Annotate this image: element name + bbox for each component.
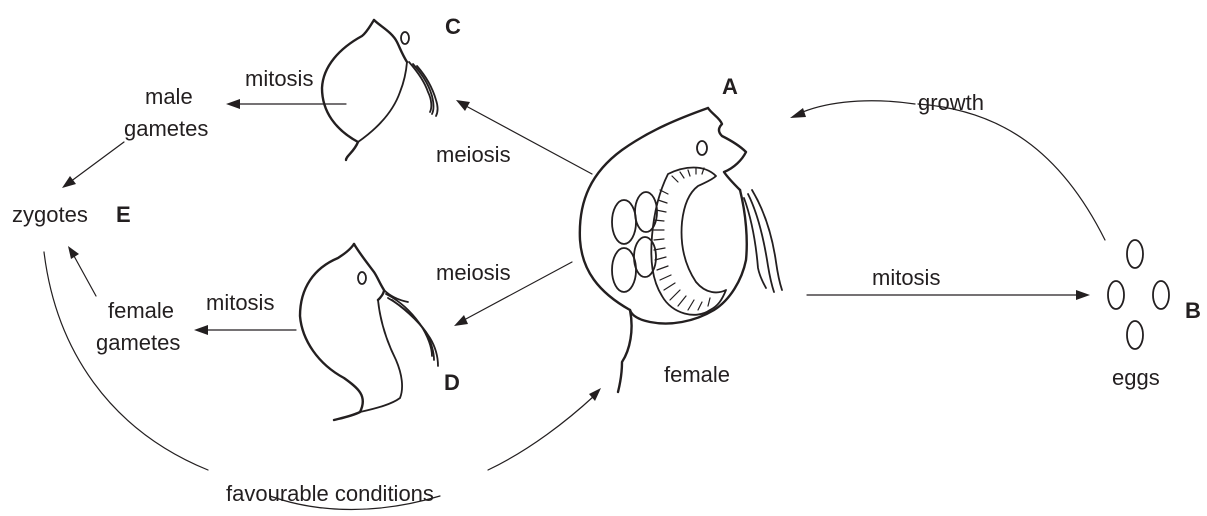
label-mitosis-c: mitosis [245, 66, 313, 91]
arrow-female-to-zygotes [68, 246, 96, 296]
label-mitosis-a-b: mitosis [872, 265, 940, 290]
organism-a [580, 108, 782, 392]
label-a: A [722, 74, 738, 99]
label-favourable-conditions: favourable conditions [226, 481, 434, 506]
label-eggs: eggs [1112, 365, 1160, 390]
label-male-gametes-line2: gametes [124, 116, 208, 141]
label-zygotes: zygotes [12, 202, 88, 227]
label-meiosis-bottom: meiosis [436, 260, 511, 285]
label-b: B [1185, 298, 1201, 323]
label-mitosis-d: mitosis [206, 290, 274, 315]
arrow-male-to-zygotes [62, 142, 124, 188]
label-meiosis-top: meiosis [436, 142, 511, 167]
organism-c [322, 20, 438, 160]
label-female-gametes-line2: gametes [96, 330, 180, 355]
arrow-mitosis-a-to-b [807, 290, 1090, 300]
eggs-b [1108, 240, 1169, 349]
label-growth: growth [918, 90, 984, 115]
label-male-gametes-line1: male [145, 84, 193, 109]
label-female-gametes-line1: female [108, 298, 174, 323]
arrow-mitosis-d [194, 325, 296, 335]
arrow-growth-b-to-a [790, 101, 1105, 240]
label-c: C [445, 14, 461, 39]
label-e: E [116, 202, 131, 227]
organism-d [300, 244, 438, 420]
label-d: D [444, 370, 460, 395]
label-female: female [664, 362, 730, 387]
arrow-mitosis-c [226, 99, 346, 109]
